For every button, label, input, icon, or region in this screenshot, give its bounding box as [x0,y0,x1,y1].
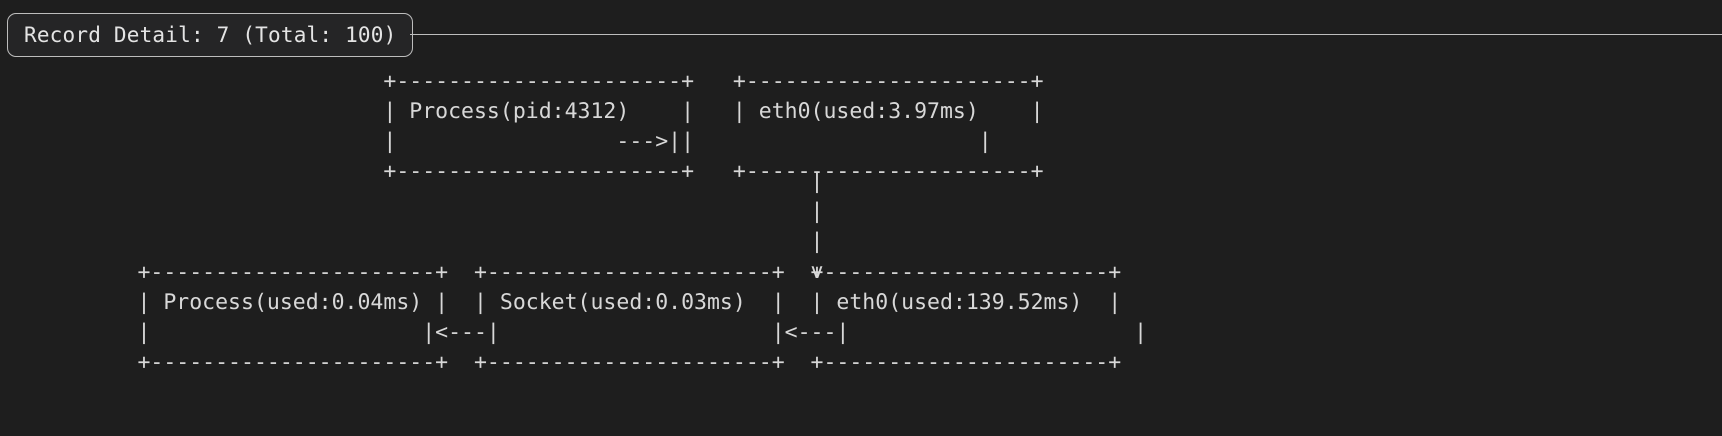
header-divider-rule [410,34,1722,35]
diagram-bottom-row: +----------------------+ +--------------… [137,260,1148,375]
diagram-vertical-connector: | | | v [810,169,824,284]
header-bar: Record Detail: 7 (Total: 100) [0,0,1722,68]
page-title: Record Detail: 7 (Total: 100) [24,22,397,47]
ascii-diagram: +----------------------+ +--------------… [0,62,1722,436]
record-detail-badge[interactable]: Record Detail: 7 (Total: 100) [7,13,414,57]
diagram-top-row: +----------------------+ +--------------… [383,69,1044,184]
